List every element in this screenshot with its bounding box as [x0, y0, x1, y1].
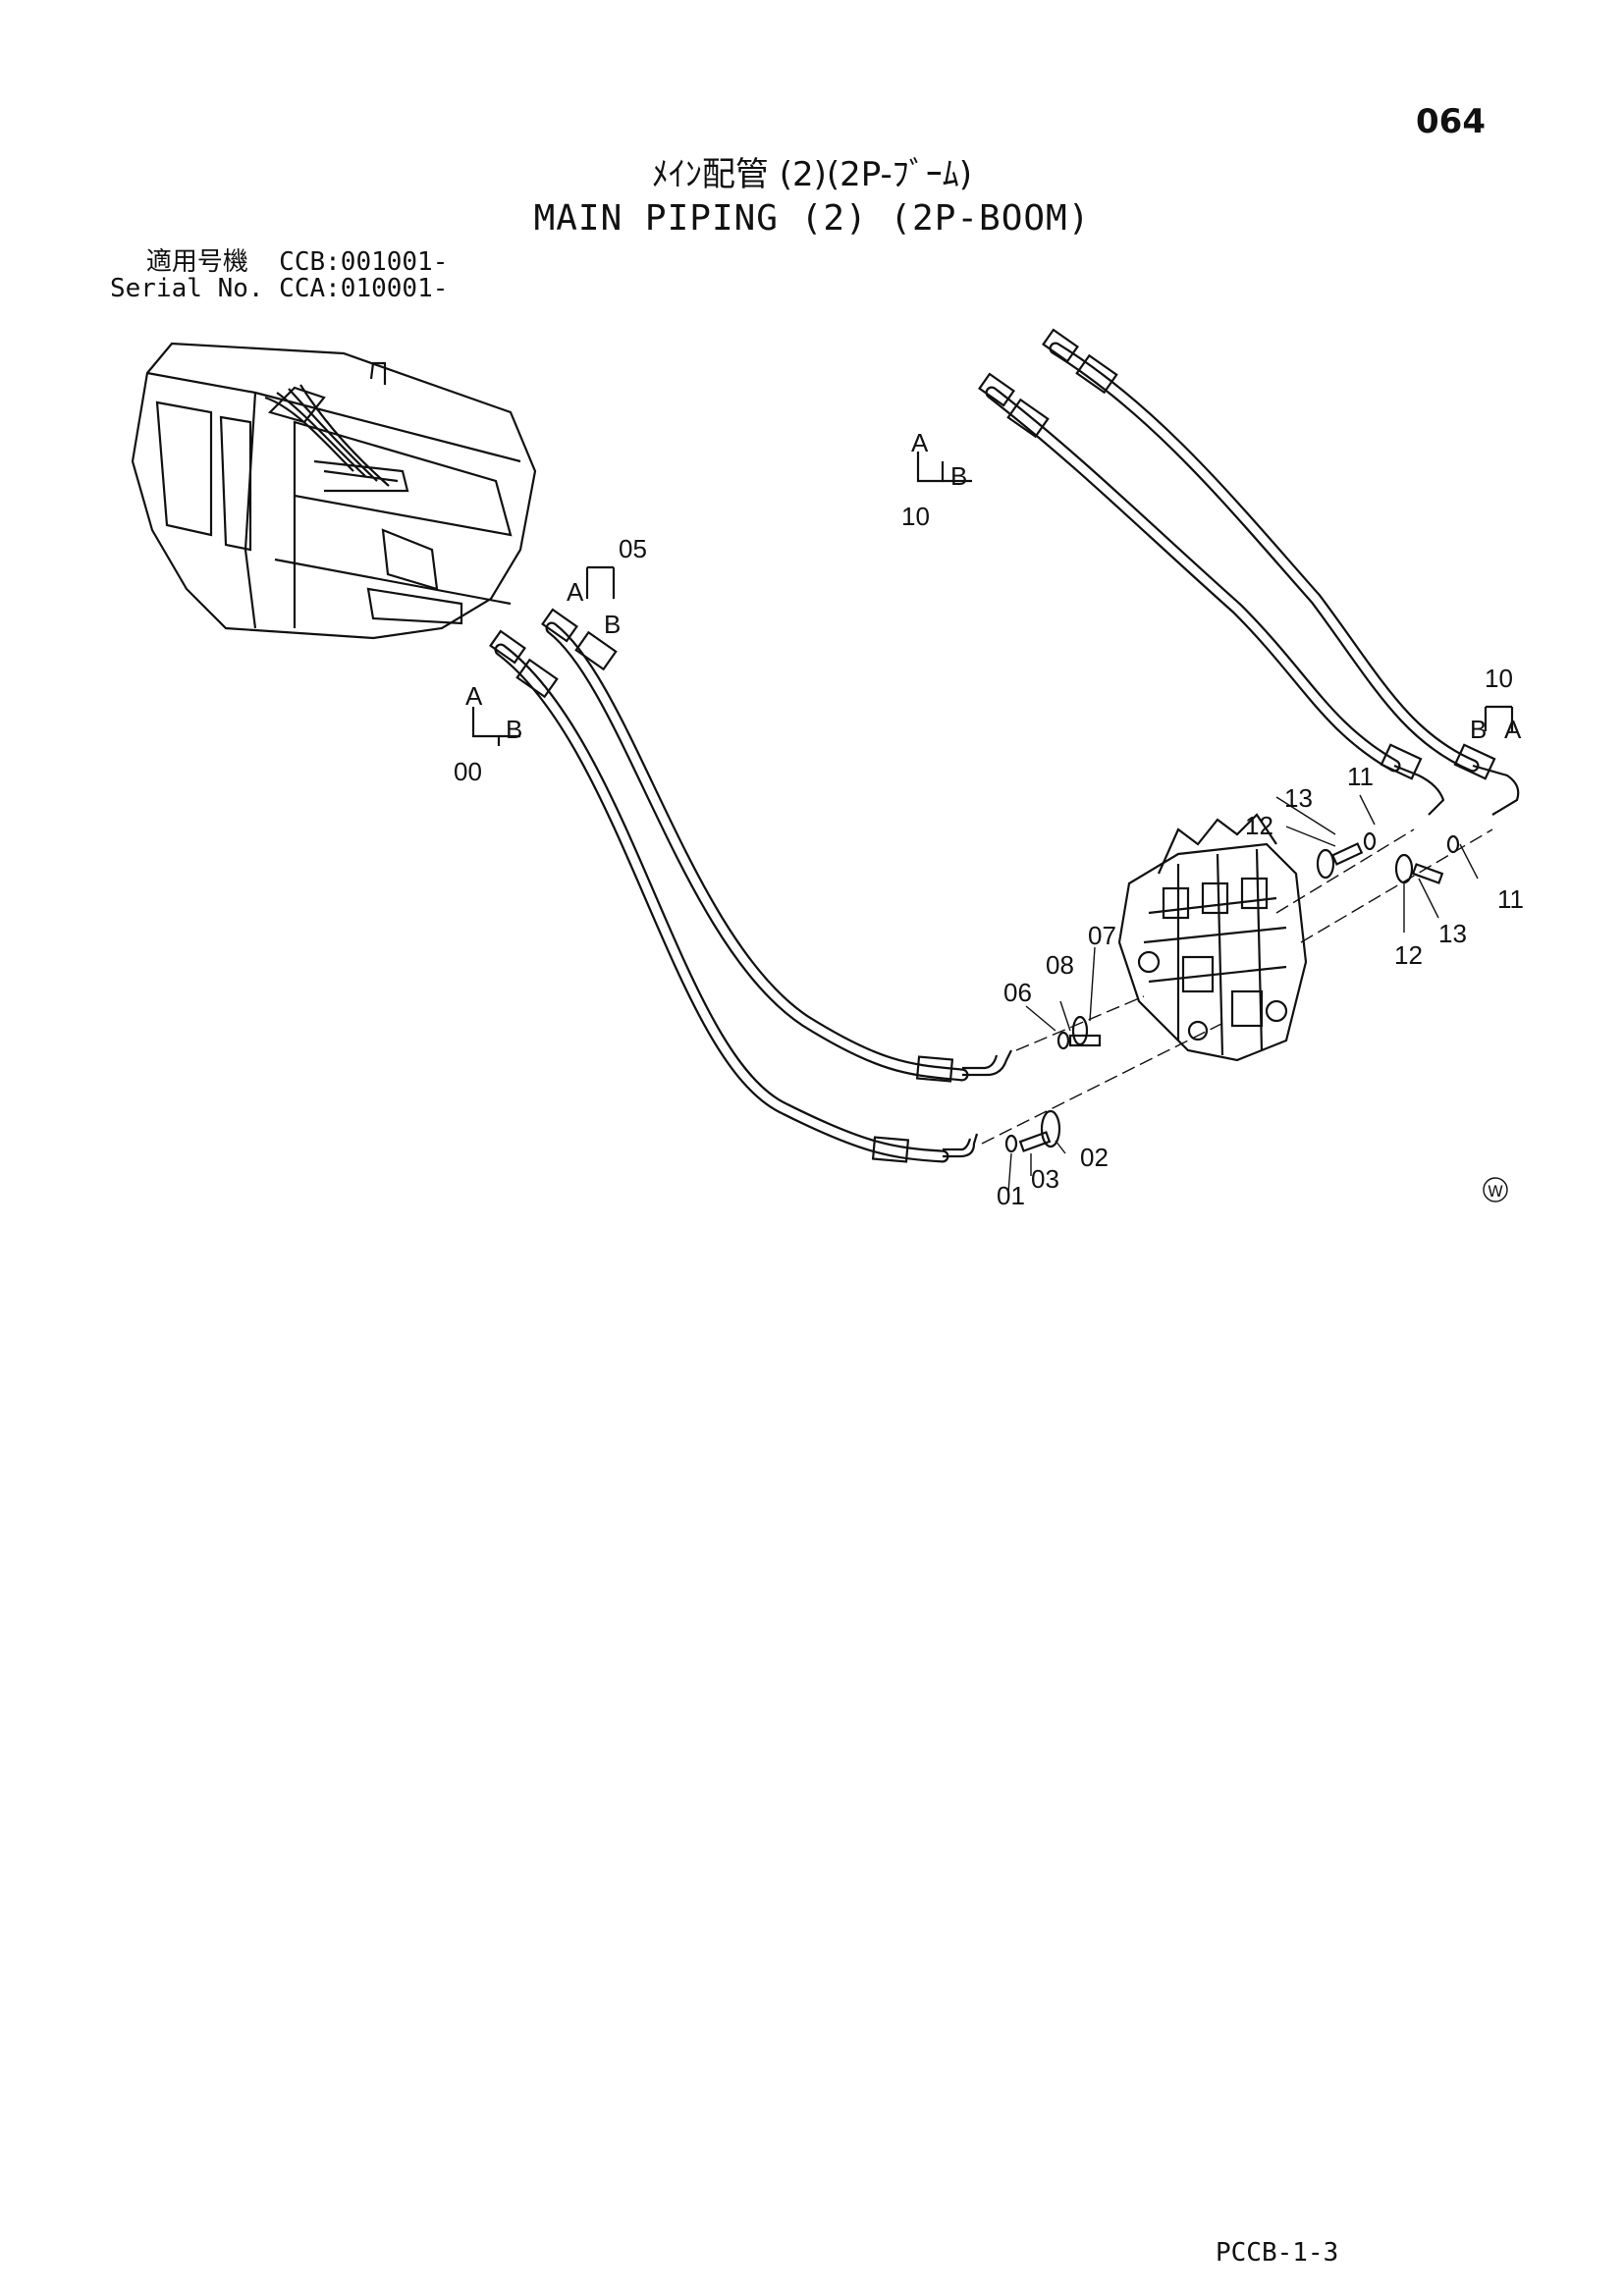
- callout-brackets: [471, 452, 1514, 1194]
- serial-line-jp: 適用号機 CCB:001001-: [145, 247, 449, 277]
- callout-10-right: 10: [1485, 664, 1513, 693]
- callout-00: 00: [454, 757, 482, 786]
- end-label-a-10-right: A: [1504, 715, 1522, 744]
- end-label-b-10-upper: B: [950, 461, 967, 491]
- hose-assembly-05: [545, 621, 1012, 1082]
- small-parts: [1004, 831, 1460, 1153]
- callout-11-upper: 11: [1347, 762, 1374, 791]
- watermark-symbol: W: [1488, 1182, 1503, 1201]
- assembly-centerlines: [981, 828, 1493, 1145]
- page-title-japanese: ﾒｲﾝ配管 (2)(2P-ﾌﾞｰﾑ): [651, 155, 973, 194]
- callout-13-lower: 13: [1438, 919, 1467, 948]
- hose-assembly-00: [494, 643, 979, 1163]
- callout-01: 01: [997, 1181, 1025, 1210]
- end-label-a-00: A: [465, 681, 483, 711]
- footer-code: PCCB-1-3: [1216, 2238, 1339, 2268]
- end-label-b-00: B: [506, 715, 522, 744]
- callout-13-upper: 13: [1284, 783, 1313, 813]
- end-label-b-10-right: B: [1470, 715, 1487, 744]
- hose-assembly-10-right: [1049, 342, 1520, 816]
- callout-07: 07: [1088, 921, 1116, 950]
- callout-12-upper: 12: [1245, 811, 1273, 840]
- serial-line-en: Serial No. CCA:010001-: [110, 274, 449, 303]
- callout-12-lower: 12: [1394, 940, 1423, 970]
- callout-08: 08: [1046, 950, 1074, 980]
- end-label-a-05: A: [567, 577, 584, 607]
- end-label-b-05: B: [604, 610, 621, 639]
- hose-assembly-10-left: [985, 386, 1445, 816]
- page-number: 064: [1416, 102, 1486, 141]
- serial-info: 適用号機 CCB:001001- Serial No. CCA:010001-: [110, 249, 448, 302]
- callout-10-upper: 10: [901, 502, 930, 531]
- page-title: MAIN PIPING (2) (2P-BOOM): [533, 198, 1091, 239]
- callout-06: 06: [1003, 978, 1032, 1007]
- callout-labels: 05 00 10 10 11 11 12 12 13 13 06 07 08 0…: [454, 428, 1524, 1210]
- callout-11-lower: 11: [1497, 884, 1524, 914]
- callout-03: 03: [1031, 1164, 1059, 1194]
- excavator-locator-illustration: [131, 342, 537, 640]
- callout-05: 05: [619, 534, 647, 563]
- watermark-circle: [1483, 1177, 1508, 1202]
- control-valve-block: [1117, 813, 1308, 1062]
- hose-end-fittings: [489, 328, 1496, 1163]
- end-label-a-10-upper: A: [911, 428, 929, 457]
- callout-02: 02: [1080, 1143, 1109, 1172]
